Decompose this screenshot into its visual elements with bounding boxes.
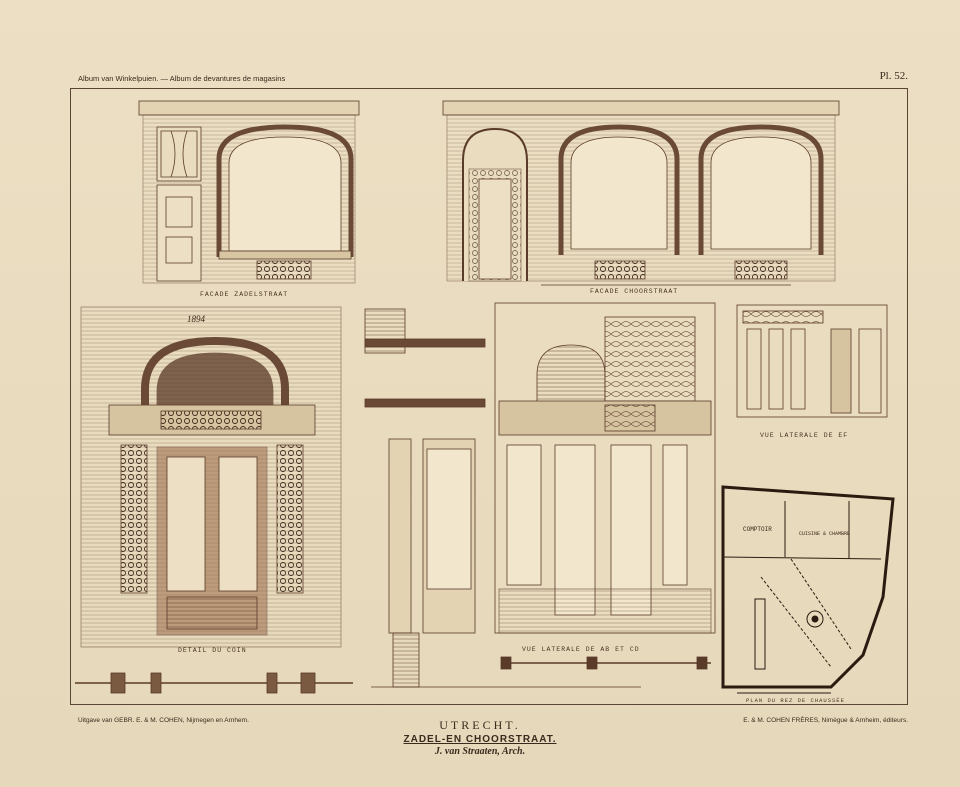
caption-plan: PLAN DU REZ DE CHAUSSÉE: [746, 697, 845, 704]
vue-laterale-ef-drawing: [736, 304, 888, 418]
publisher-dutch: Uitgave van GEBR. E. & M. COHEN, Nijmege…: [78, 717, 249, 724]
date-mark: 1894: [187, 314, 206, 324]
drawing-frame: 1894: [70, 88, 908, 705]
facade-zadelstraat-drawing: [138, 100, 360, 284]
street-title: ZADEL-EN CHOORSTRAAT.: [403, 734, 557, 745]
plate-title-block: UTRECHT. ZADEL-EN CHOORSTRAAT. J. van St…: [0, 718, 960, 757]
room-label-cuisine: CUISINE & CHAMBRE: [799, 531, 850, 537]
architect-name: J. van Straaten, Arch.: [434, 746, 526, 757]
caption-vue-laterale-ab: VUE LATERALE DE AB ET CD: [522, 646, 640, 653]
caption-vue-laterale-ef: VUE LATERALE DE EF: [760, 432, 849, 439]
caption-facade-choorstraat: FACADE CHOORSTRAAT: [590, 288, 679, 295]
room-label-comptoir: COMPTOIR: [743, 526, 772, 533]
detail-du-coin-drawing: [75, 306, 353, 694]
architectural-drawing: 1894: [75, 100, 895, 694]
publisher-french: E. & M. COHEN FRÈRES, Nimègue & Arnheim,…: [743, 717, 908, 724]
facade-choorstraat-drawing: [442, 100, 840, 286]
plan-rez-de-chaussee-drawing: [721, 485, 895, 694]
vue-laterale-ab-drawing: [364, 302, 716, 688]
plate-number: Pl. 52.: [879, 70, 908, 82]
city-title: UTRECHT.: [439, 718, 521, 732]
caption-facade-zadelstraat: FACADE ZADELSTRAAT: [200, 291, 289, 298]
caption-detail-du-coin: DETAIL DU COIN: [178, 647, 247, 654]
album-title: Album van Winkelpuien. — Album de devant…: [78, 74, 286, 83]
